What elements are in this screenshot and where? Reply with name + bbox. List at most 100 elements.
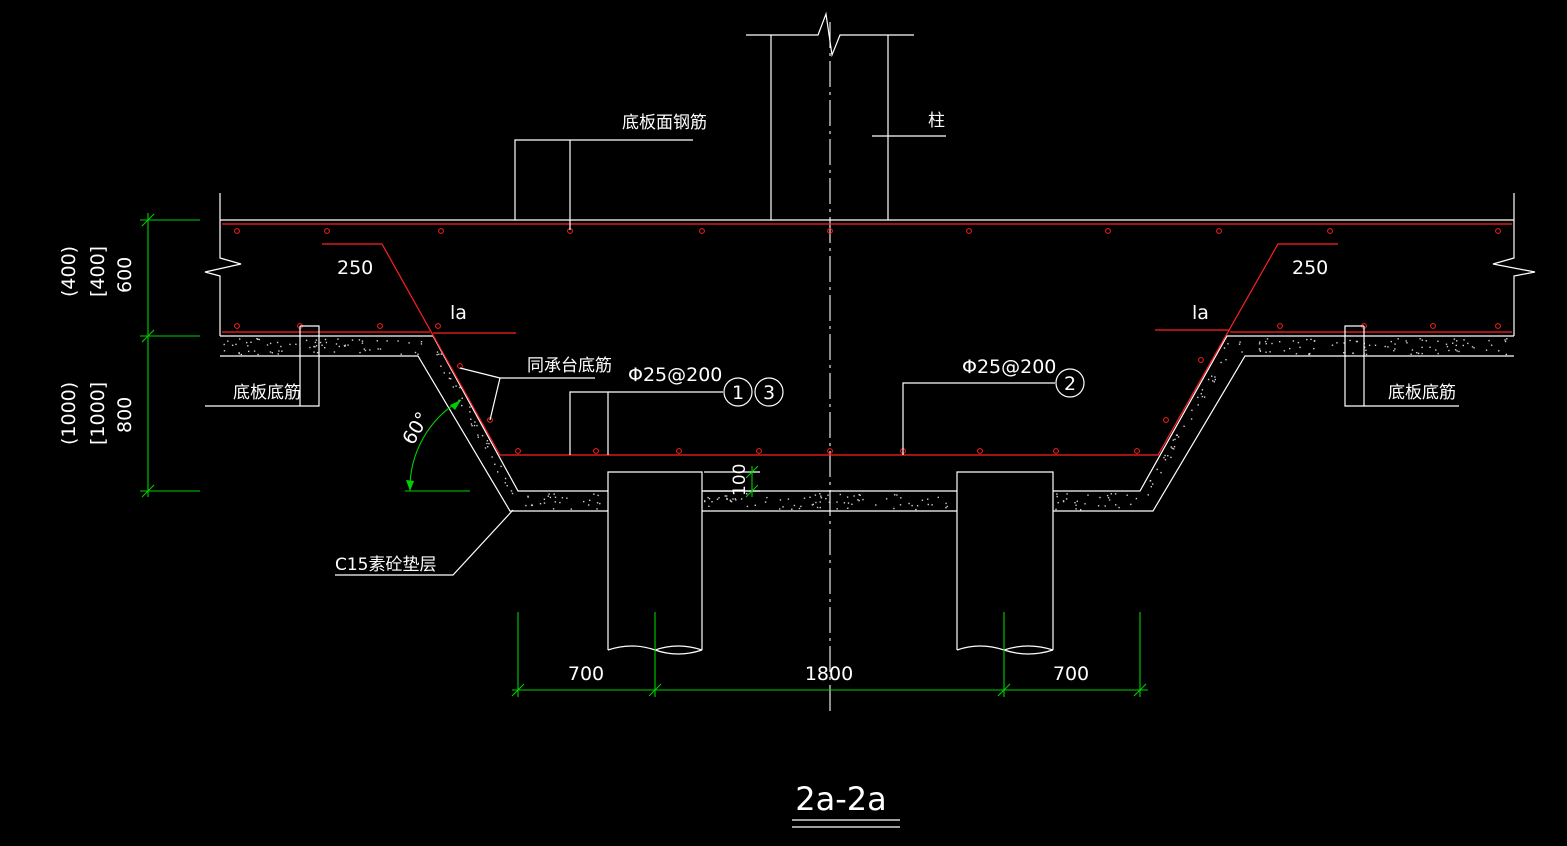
- hatch-speck: [1455, 344, 1457, 347]
- bottom-dim-right: 700: [1053, 663, 1089, 685]
- hatch-speck: [1331, 344, 1334, 346]
- hatch-speck: [793, 504, 796, 507]
- hatch-speck: [1435, 349, 1437, 351]
- circle-2-label: 2: [1064, 373, 1076, 395]
- hatch-speck: [1062, 500, 1065, 503]
- hatch-speck: [458, 399, 460, 402]
- bottom-dimension: [511, 465, 1148, 697]
- hatch-speck: [281, 350, 283, 352]
- rebar-dot: [827, 448, 833, 454]
- hatch-speck: [1265, 351, 1267, 353]
- hatch-speck: [500, 465, 502, 468]
- top-rebar-label: 底板面钢筋: [622, 113, 707, 133]
- hatch-speck: [1308, 353, 1310, 356]
- hatch-speck: [361, 340, 364, 342]
- rebar-dot: [234, 228, 240, 234]
- hatch-speck: [459, 386, 461, 389]
- section-title: 2a-2a: [795, 780, 886, 818]
- hatch-speck: [1164, 454, 1166, 457]
- hatch-speck: [1506, 338, 1508, 340]
- hatch-speck: [506, 485, 508, 487]
- hatch-speck: [1056, 495, 1058, 498]
- same-as-cap-label: 同承台底筋: [527, 356, 612, 376]
- hatch-speck: [314, 346, 316, 348]
- hatch-speck: [1175, 434, 1178, 436]
- hatch-speck: [257, 338, 259, 340]
- hatch-speck: [766, 496, 768, 499]
- hatch-speck: [725, 495, 728, 497]
- hatch-speck: [359, 351, 361, 354]
- hatch-speck: [735, 499, 737, 501]
- hatch-speck: [553, 493, 555, 495]
- circle-1-label: 1: [732, 382, 744, 404]
- hatch-speck: [1200, 393, 1202, 395]
- rebar-spec-left: Φ25@200: [628, 364, 722, 386]
- hatch-speck: [473, 424, 476, 427]
- hatch-speck: [809, 496, 811, 498]
- hatch-speck: [1104, 505, 1106, 507]
- hatch-speck: [1190, 418, 1193, 420]
- hatch-speck: [859, 494, 861, 496]
- hatch-speck: [1214, 376, 1216, 378]
- hatch-speck: [511, 492, 514, 495]
- hatch-speck: [853, 495, 855, 497]
- hatch-speck: [724, 495, 726, 497]
- hatch-speck: [276, 341, 279, 344]
- hatch-speck: [927, 503, 929, 506]
- hatch-speck: [726, 498, 728, 500]
- circle-3-label: 3: [763, 382, 775, 404]
- hatch-speck: [729, 500, 732, 502]
- hatch-speck: [1173, 448, 1175, 450]
- rebar-dot: [699, 228, 705, 234]
- hatch-speck: [477, 434, 479, 436]
- hatch-speck: [476, 424, 478, 427]
- hatch-speck: [858, 494, 860, 496]
- rebar-dot: [1163, 417, 1169, 423]
- hatch-speck: [945, 502, 947, 505]
- hatch-speck: [488, 442, 490, 445]
- hatch-speck: [1504, 340, 1507, 343]
- hatch-speck: [1425, 340, 1427, 342]
- hatch-speck: [1152, 483, 1154, 485]
- hatch-speck: [344, 345, 346, 347]
- hatch-speck: [1075, 504, 1077, 506]
- hatch-speck: [481, 435, 484, 437]
- hatch-speck: [1076, 500, 1078, 502]
- hatch-speck: [716, 498, 719, 500]
- hatch-speck: [893, 507, 895, 510]
- hatch-speck: [1374, 344, 1377, 346]
- rebar-dot: [457, 363, 463, 369]
- rebar-dot: [756, 448, 762, 454]
- hatch-speck: [1170, 456, 1172, 459]
- hatch-speck: [321, 344, 323, 346]
- hatch-speck: [820, 495, 822, 497]
- hatch-speck: [1365, 349, 1367, 351]
- hatch-speck: [1163, 456, 1165, 459]
- hatch-speck: [896, 494, 898, 496]
- hatch-speck: [1118, 506, 1120, 509]
- hatch-speck: [921, 499, 924, 501]
- rebar-dot: [966, 228, 972, 234]
- hatch-speck: [779, 499, 782, 501]
- hatch-speck: [754, 504, 756, 506]
- hatch-speck: [525, 504, 527, 507]
- hatch-speck: [315, 339, 318, 341]
- hatch-speck: [1279, 341, 1281, 343]
- hatch-speck: [470, 418, 472, 420]
- left-dim-upper-1: (400): [58, 246, 80, 297]
- hatch-speck: [1130, 503, 1132, 506]
- hatch-speck: [324, 347, 326, 349]
- hatch-speck: [316, 352, 319, 354]
- hatch-speck: [593, 493, 595, 495]
- hatch-speck: [1458, 350, 1460, 353]
- rebar-dot: [324, 228, 330, 234]
- hatch-speck: [937, 496, 939, 499]
- hatch-speck: [836, 501, 838, 503]
- hatch-speck: [1471, 346, 1474, 348]
- rebar-dot: [435, 323, 441, 329]
- rebar-dot: [977, 448, 983, 454]
- hatch-speck: [486, 442, 488, 445]
- left-dim-lower-2: [1000]: [87, 382, 109, 445]
- hatch-speck: [1505, 353, 1507, 356]
